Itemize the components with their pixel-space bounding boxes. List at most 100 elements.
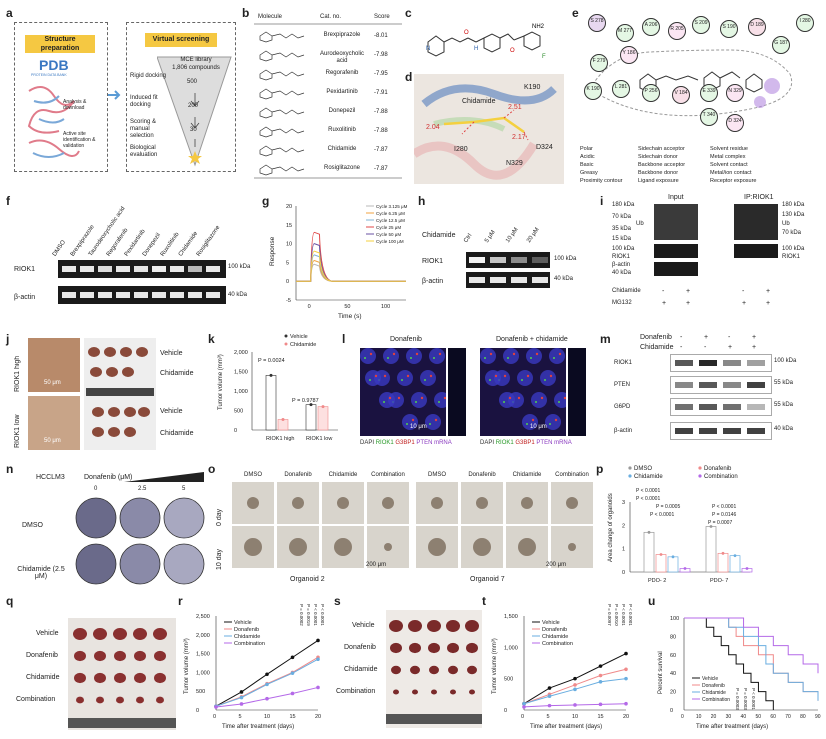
tumor [389, 620, 403, 632]
spr-series-line [296, 263, 406, 282]
p-value: P = 0.0007 [708, 520, 732, 526]
blot-band [699, 428, 717, 434]
row-chidamide: Chidamide [26, 674, 60, 681]
legend-label: Vehicle [542, 620, 560, 626]
sign: + [728, 344, 733, 351]
p-value: P = 0.0003 [735, 688, 740, 710]
data-point [265, 696, 269, 701]
legend-swatch [628, 466, 632, 470]
tumor [136, 696, 144, 704]
molecule-name: Chidamide [327, 146, 357, 152]
tumor [467, 665, 477, 675]
row-chidamide: Chidamide [344, 666, 378, 673]
sign: + [742, 300, 747, 307]
legend-item: Solvent contact [710, 162, 748, 168]
col-molecule: Molecule [258, 14, 283, 20]
tumor [92, 407, 104, 417]
y-tick-label: 2 [622, 523, 625, 529]
p-value: P = 0.0003 [743, 688, 748, 710]
group-vehicle-2: Vehicle [160, 408, 183, 415]
panel-label-g: g [262, 194, 270, 208]
organoid [244, 538, 262, 556]
blot-band [98, 266, 112, 272]
if-image-donafenib [360, 348, 450, 436]
kda-100-left: 100 kDa [612, 246, 635, 252]
organoid [337, 497, 349, 509]
panel-label-h: h [418, 194, 426, 208]
residue-n329: N329 [506, 160, 523, 167]
data-point [522, 705, 526, 709]
tumor [450, 689, 456, 695]
granule [489, 352, 493, 356]
sign: - [680, 334, 683, 341]
granule [553, 357, 555, 359]
bar [265, 375, 277, 431]
blot-band [469, 277, 485, 283]
structure-prep-box: Structure preparation PDB PROTEIN DATA B… [14, 22, 108, 172]
if-zoom-donafenib [448, 348, 466, 436]
granule [364, 357, 366, 359]
organoid [292, 497, 304, 509]
residue-node: G 187 [772, 36, 790, 54]
if-image-combination [480, 348, 570, 436]
sign: + [662, 300, 667, 307]
molecule-structure [259, 88, 305, 100]
x-tick-label: 70 [785, 714, 791, 720]
organoid-image [367, 482, 409, 524]
nucleus [429, 348, 445, 364]
organoid-svg [431, 497, 443, 509]
granule [521, 379, 523, 381]
tumor [116, 696, 124, 704]
organoid-image [461, 526, 503, 568]
bar [705, 526, 717, 573]
granule [549, 374, 553, 378]
y-tick-label: 15 [286, 223, 292, 229]
x-tick-label: 0 [681, 714, 684, 720]
molecule-structure [259, 164, 305, 176]
granule [503, 401, 505, 403]
granule [540, 396, 544, 400]
y-axis-label: Tumor volume (mm³) [492, 638, 498, 694]
x-tick-label: RIOK1 low [306, 436, 332, 442]
tumor-photos [84, 338, 156, 450]
x-axis-label: Time after treatment (days) [696, 724, 768, 730]
row-riok1: RIOK1 [422, 258, 444, 265]
nucleus [411, 392, 427, 408]
x-tick-label: 0 [213, 714, 216, 720]
panel-q-tumors: Vehicle Donafenib Chidamide Combination [14, 600, 178, 732]
colony-wells [75, 497, 205, 585]
blot-band [469, 257, 485, 263]
legend-item: Acidic [580, 154, 595, 160]
funnel-number-500: 500 [187, 79, 198, 85]
blot-band [152, 266, 166, 272]
structure-prep-title: Structure preparation [25, 35, 95, 53]
blot-band [170, 266, 184, 272]
data-point [624, 701, 628, 706]
y-tick-label: 500 [504, 677, 513, 683]
granule [374, 374, 378, 378]
data-point [522, 701, 526, 706]
analysis-label: Analysis & download [63, 99, 87, 111]
legend-label: Chidamide [290, 342, 316, 348]
tumor [409, 642, 421, 654]
row-0-day: 0 day [216, 508, 223, 526]
y-tick-label: 1,000 [196, 670, 210, 676]
arrow-icon [108, 90, 121, 100]
col-score: Score [374, 14, 390, 20]
organoid [521, 497, 533, 509]
data-point [573, 683, 577, 687]
granule [420, 396, 424, 400]
title-combination: Donafenib + chidamide [496, 336, 568, 343]
blot-band [80, 292, 94, 298]
ruler [86, 388, 154, 396]
bar [277, 419, 289, 431]
legend-label: Cycle 50 μM [376, 232, 401, 237]
blot-band [80, 266, 94, 272]
blot-band [699, 360, 717, 366]
y-axis-label: Area change of organoids [608, 493, 614, 562]
legend-label: Cycle 12.5 μM [376, 218, 405, 223]
residue-node: S 278 [588, 14, 606, 32]
y-tick-label: 20 [670, 690, 676, 696]
